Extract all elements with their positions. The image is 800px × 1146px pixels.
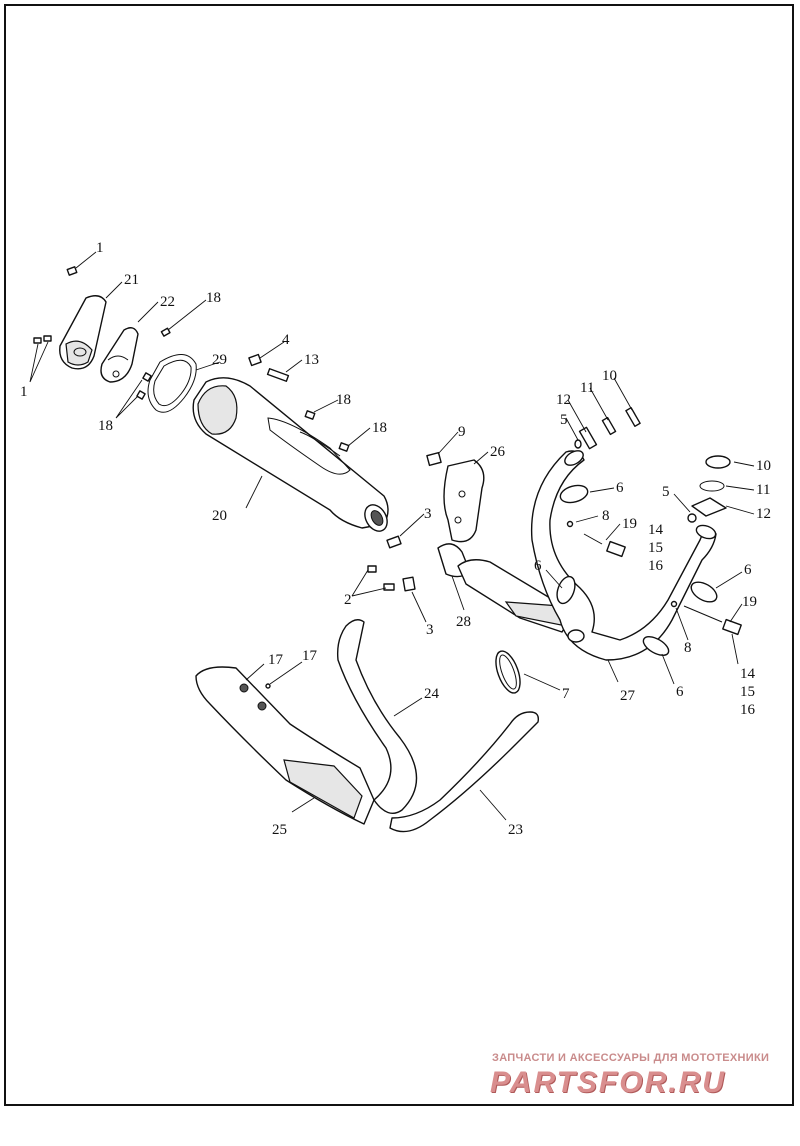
clamp-6-a <box>559 484 589 504</box>
clamp-7 <box>495 650 521 694</box>
callout-18-left: 18 <box>98 418 113 434</box>
callout-12-upper: 12 <box>556 392 571 408</box>
callout-15-right: 15 <box>740 684 755 700</box>
clamp-6-d <box>642 636 670 656</box>
front-header-27 <box>530 450 717 661</box>
leader-lines <box>29 251 755 821</box>
screw-1-top <box>66 266 78 276</box>
callout-labels: 1 1 21 22 18 18 29 4 13 18 18 20 9 26 3 … <box>20 240 771 838</box>
muffler-20 <box>192 377 389 532</box>
callout-4: 4 <box>282 332 290 348</box>
bolt-3-lower <box>402 576 416 592</box>
screws-1-left <box>33 335 52 344</box>
callout-11-right: 11 <box>756 482 770 498</box>
callout-11-upper: 11 <box>580 380 594 396</box>
end-cap-bracket-22 <box>100 327 139 383</box>
callout-5-upper: 5 <box>560 412 568 428</box>
callout-3-lower: 3 <box>426 622 434 638</box>
callout-26: 26 <box>490 444 506 460</box>
callout-17-a: 17 <box>268 652 284 668</box>
callout-8-right: 8 <box>684 640 692 656</box>
clip-18-muffler-b <box>338 442 350 452</box>
clip-18-muffler-a <box>304 410 316 420</box>
o2-sensor-19-right <box>670 600 742 636</box>
watermark-logo: PARTSFOR.RU <box>490 1066 726 1099</box>
callout-15-upper: 15 <box>648 540 663 556</box>
callout-18-muffler-b: 18 <box>372 420 387 436</box>
callout-6-b: 6 <box>534 558 542 574</box>
bolts-2 <box>367 565 395 591</box>
rear-pipe-24 <box>336 619 418 814</box>
callout-6-a: 6 <box>616 480 624 496</box>
callout-27: 27 <box>620 688 636 704</box>
callout-13: 13 <box>304 352 319 368</box>
clips-18-left <box>136 372 152 400</box>
callout-23: 23 <box>508 822 523 838</box>
front-pipe-23 <box>389 711 540 833</box>
crossover-28 <box>437 543 568 633</box>
diagram-frame <box>4 4 794 1106</box>
flange-parts-right <box>687 455 731 523</box>
muffler-end-cap-21 <box>59 295 107 370</box>
callout-6-d: 6 <box>676 684 684 700</box>
rear-pipe-shield-25 <box>195 666 375 825</box>
callout-29: 29 <box>212 352 227 368</box>
callout-19-right: 19 <box>742 594 757 610</box>
flange-parts-upper <box>574 407 641 450</box>
callout-6-c: 6 <box>744 562 752 578</box>
clamp-6-b <box>556 575 576 605</box>
callout-17-b: 17 <box>302 648 318 664</box>
callout-25: 25 <box>272 822 287 838</box>
callout-3-upper: 3 <box>424 506 432 522</box>
bolt-3-upper <box>386 535 402 549</box>
callout-14-upper: 14 <box>648 522 664 538</box>
o2-sensor-19-upper <box>566 520 626 558</box>
callout-10-upper: 10 <box>602 368 617 384</box>
callout-5-right: 5 <box>662 484 670 500</box>
gasket-29 <box>147 354 197 413</box>
callout-8-upper: 8 <box>602 508 610 524</box>
callout-24: 24 <box>424 686 440 702</box>
callout-18-muffler-a: 18 <box>336 392 351 408</box>
clip-18-top <box>160 327 171 337</box>
callout-1-left: 1 <box>20 384 28 400</box>
watermark-tagline: ЗАПЧАСТИ И АКСЕССУАРЫ ДЛЯ МОТОТЕХНИКИ <box>492 1052 770 1064</box>
callout-10-right: 10 <box>756 458 771 474</box>
callout-21: 21 <box>124 272 139 288</box>
nut-4 <box>248 353 262 367</box>
callout-7: 7 <box>562 686 570 702</box>
callout-12-right: 12 <box>756 506 771 522</box>
stud-13 <box>266 368 290 382</box>
callout-16-upper: 16 <box>648 558 664 574</box>
plug-9 <box>426 451 442 467</box>
callout-19-upper: 19 <box>622 516 637 532</box>
clamp-6-c <box>690 581 718 603</box>
callout-14-right: 14 <box>740 666 756 682</box>
callout-1-top: 1 <box>96 240 104 256</box>
callout-9: 9 <box>458 424 466 440</box>
callout-2: 2 <box>344 592 352 608</box>
callout-20: 20 <box>212 508 227 524</box>
mount-bracket-26 <box>443 459 485 543</box>
callout-16-right: 16 <box>740 702 756 718</box>
callout-22: 22 <box>160 294 175 310</box>
callout-28: 28 <box>456 614 471 630</box>
callout-18-top: 18 <box>206 290 221 306</box>
